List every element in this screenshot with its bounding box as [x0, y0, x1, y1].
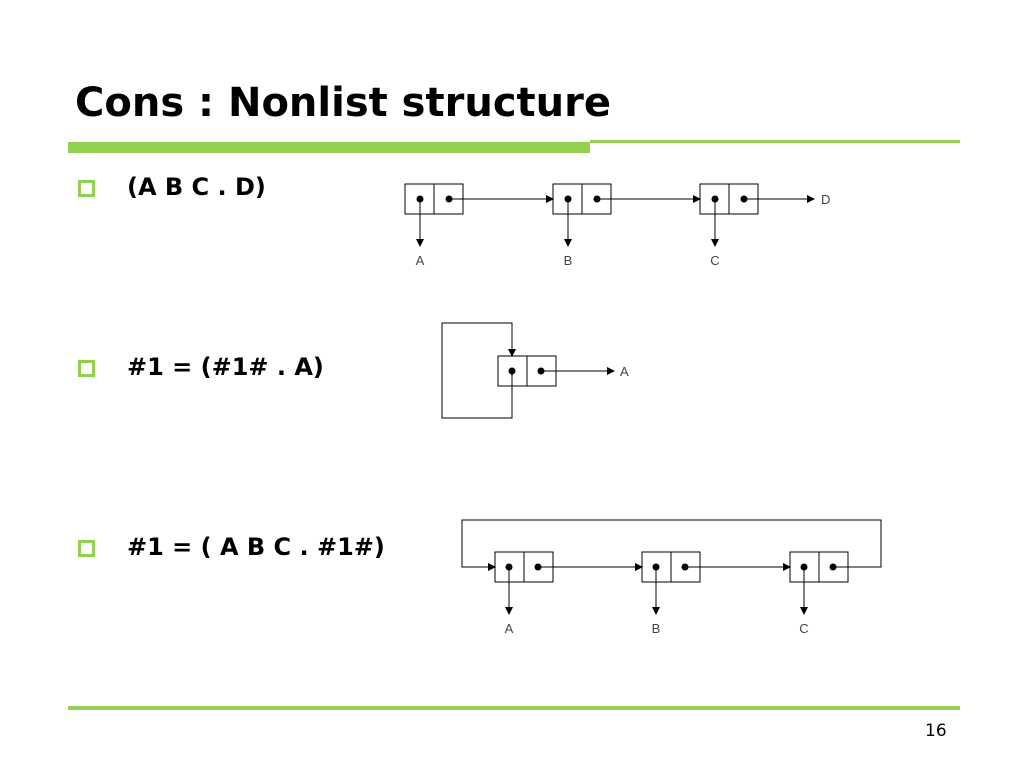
car-label: B	[564, 253, 573, 268]
self-loop-arrow	[441, 322, 516, 419]
item-text-1: (A B C . D)	[127, 173, 266, 201]
circular-back-arrow	[461, 519, 882, 571]
diagram-3-circular-list: A B C	[461, 519, 882, 636]
diagram-1-dotted-list: A B C D	[404, 183, 830, 268]
bullet-square-icon	[78, 540, 95, 557]
car-label: A	[505, 621, 514, 636]
bullet-square-icon	[78, 360, 95, 377]
slide-title: Cons : Nonlist structure	[75, 80, 611, 126]
car-label: B	[652, 621, 661, 636]
cdr-label: D	[821, 192, 830, 207]
bullet-square-icon	[78, 180, 95, 197]
title-underline-thin	[590, 140, 960, 143]
cdr-label: A	[620, 364, 629, 379]
item-text-3: #1 = ( A B C . #1#)	[127, 533, 385, 561]
car-label: C	[710, 253, 719, 268]
title-underline-thick	[68, 142, 590, 153]
page-number: 16	[925, 721, 947, 741]
cons-cell-3	[699, 183, 759, 215]
diagram-2-self-reference: A	[441, 322, 629, 419]
footer-rule	[68, 706, 960, 710]
car-label: A	[416, 253, 425, 268]
car-label: C	[799, 621, 808, 636]
item-text-2: #1 = (#1# . A)	[127, 353, 324, 381]
